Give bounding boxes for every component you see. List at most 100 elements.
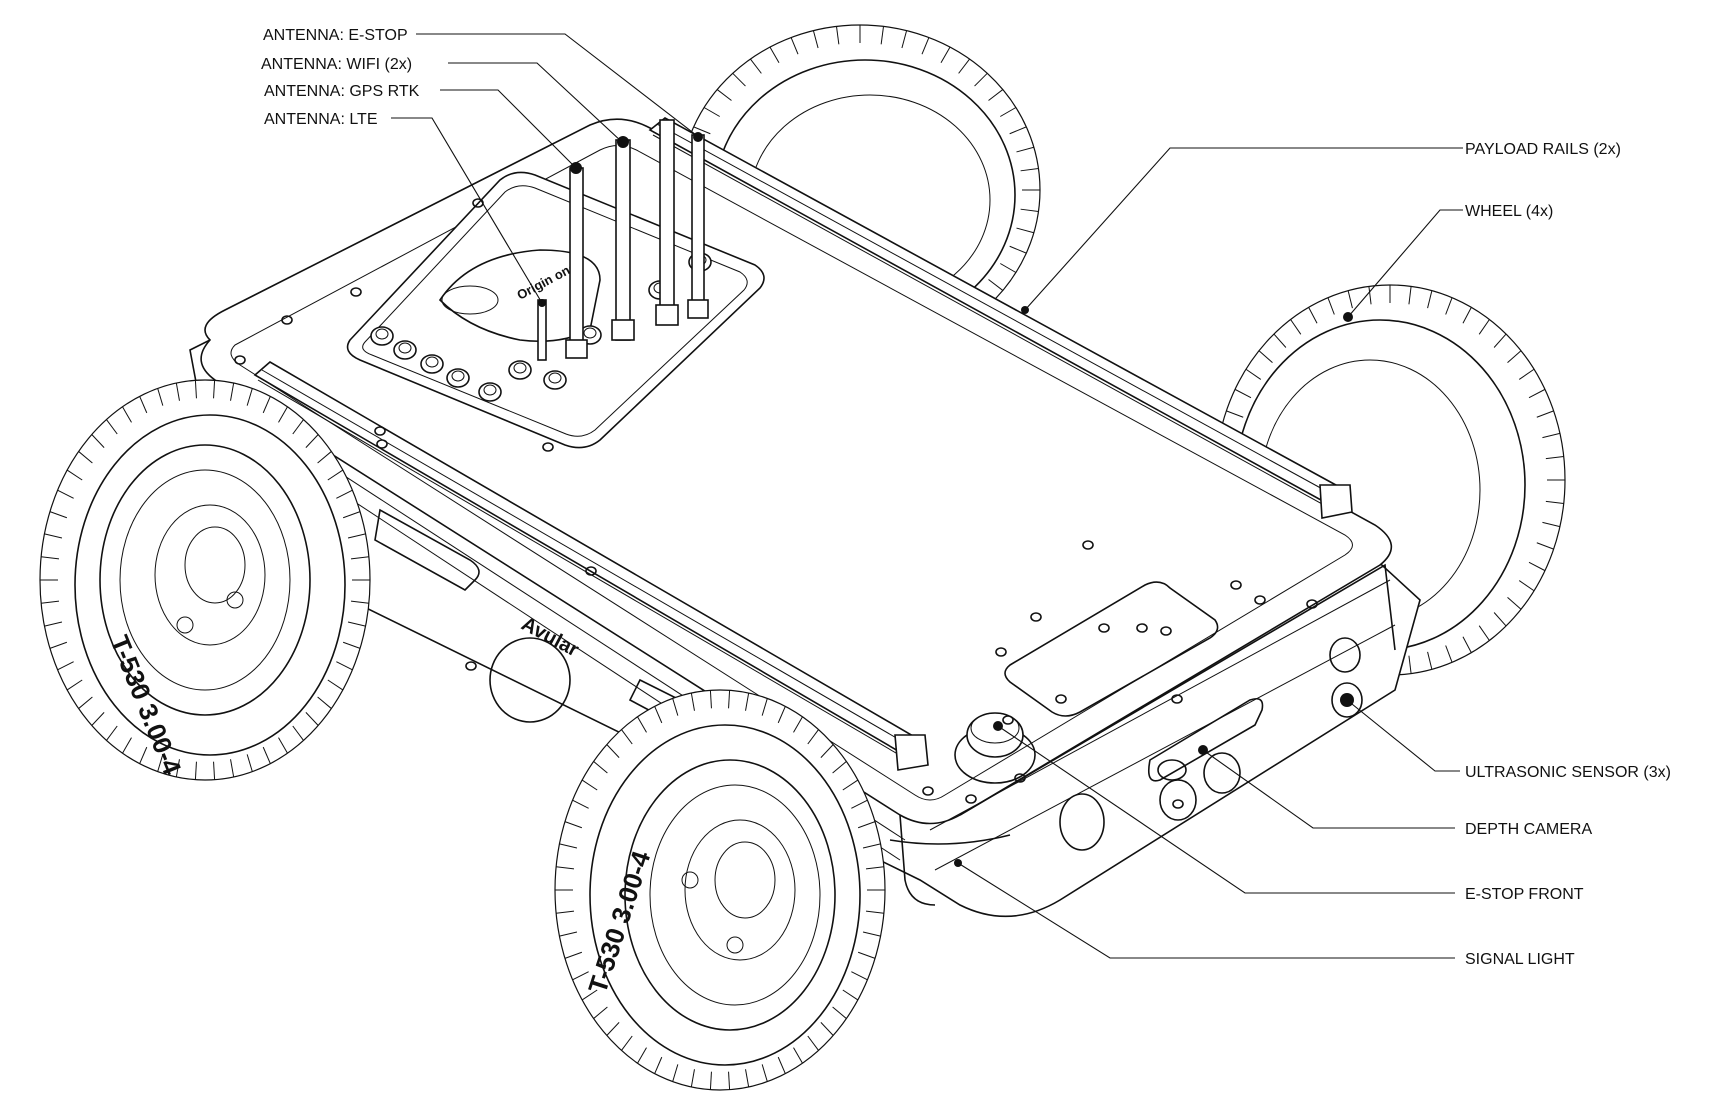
tread-lug (556, 866, 575, 870)
tread-lug (1408, 655, 1412, 674)
label-estop-front: E-STOP FRONT (1465, 886, 1584, 903)
connector-port (446, 368, 470, 388)
tread-lug (777, 706, 786, 724)
tread-lug (790, 37, 799, 55)
tread-lug (1016, 146, 1034, 153)
tread-lug (1290, 319, 1302, 335)
tread-lug (1542, 521, 1561, 528)
leader-signal-light (957, 862, 1455, 959)
tread-lug (777, 1056, 786, 1074)
label-signal-light: SIGNAL LIGHT (1465, 951, 1575, 968)
connector-port (478, 382, 502, 402)
leader-lines (391, 33, 1463, 959)
tread-lug (1478, 319, 1490, 335)
wheel-front-right: T-530 3.00-4 (554, 689, 886, 1091)
tread-lug (857, 821, 876, 829)
tread-lug (1347, 290, 1353, 309)
tread-lug (1009, 126, 1027, 135)
bolt-hole (1002, 715, 1014, 725)
tread-lug (1528, 388, 1546, 399)
bolt-hole (542, 442, 554, 452)
tread-lug (327, 679, 344, 691)
leader-ultrasonic (1346, 699, 1460, 772)
tread-lug (292, 725, 304, 741)
tread-lug (1308, 307, 1318, 324)
tread-lug (793, 716, 803, 733)
tread-lug (91, 434, 105, 448)
tread-lug (157, 754, 164, 772)
tread-lug (1427, 651, 1433, 670)
tread-lug (559, 843, 578, 849)
tread-lug (1327, 297, 1335, 315)
tread-lug (832, 1006, 847, 1019)
tread-lug (246, 388, 253, 406)
tread-lug (342, 511, 361, 519)
tread-lug (139, 396, 148, 414)
label-antenna-wifi: ANTENNA: WIFI (2x) (261, 56, 412, 73)
tread-lug (347, 621, 366, 627)
tread-lug (761, 1064, 768, 1082)
tread-lug (750, 58, 762, 74)
bolt-hole (350, 287, 362, 297)
label-antenna-lte: ANTENNA: LTE (264, 111, 378, 128)
antenna-wifi-1 (611, 136, 635, 341)
tread-lug (862, 931, 881, 937)
antenna-wifi-2 (655, 119, 679, 326)
tread-lug (851, 971, 868, 981)
tread-lug (807, 729, 819, 745)
tread-lug (1445, 645, 1453, 663)
tread-lug (66, 469, 83, 481)
wheel-front-left: T-530 3.00-4 (39, 379, 371, 781)
tread-lug (745, 1069, 750, 1088)
connector-port (543, 370, 567, 390)
tread-lug (347, 533, 366, 539)
tread-lug (1542, 432, 1561, 439)
tread-lug (230, 759, 235, 778)
tread-lug (1536, 542, 1554, 550)
tread-lug (988, 89, 1004, 101)
bolt-hole (234, 355, 246, 365)
tread-lug (1518, 580, 1535, 592)
tread-lug (812, 30, 819, 49)
tread-lug (581, 989, 598, 1001)
connector-port (420, 354, 444, 374)
tread-lug (262, 396, 271, 414)
tread-lug (122, 737, 132, 754)
label-payload-rails: PAYLOAD RAILS (2x) (1465, 141, 1621, 158)
tread-lug (49, 641, 68, 649)
tread-lug (336, 489, 353, 499)
label-antenna-gps: ANTENNA: GPS RTK (264, 83, 420, 100)
tread-lug (278, 737, 288, 754)
tread-lug (690, 692, 695, 711)
tread-lug (336, 661, 353, 671)
tread-lug (865, 866, 884, 870)
tread-lug (857, 951, 876, 959)
connector-port (393, 340, 417, 360)
bolt-hole (995, 647, 1007, 657)
tread-lug (292, 419, 304, 435)
tread-lug (44, 621, 63, 627)
tread-lug (175, 759, 180, 778)
tread-lug (593, 761, 608, 774)
label-depth-camera: DEPTH CAMERA (1465, 821, 1592, 838)
tread-lug (230, 382, 235, 401)
payload-rail-left (253, 361, 929, 771)
tread-lug (745, 692, 750, 711)
tread-lug (1478, 625, 1490, 641)
tread-lug (78, 451, 93, 464)
tread-lug (807, 1035, 819, 1051)
bolt-hole (465, 661, 477, 671)
tread-lug (621, 729, 633, 745)
bolt-hole (374, 426, 386, 436)
tread-lug (194, 380, 197, 399)
tread-lug (564, 821, 583, 829)
bolt-hole (1254, 595, 1266, 605)
tread-lug (593, 1006, 608, 1019)
tread-lug (78, 696, 93, 709)
tread-lug (842, 779, 859, 791)
tread-lug (921, 37, 930, 55)
tread-lug (262, 746, 271, 764)
tread-lug (832, 761, 847, 774)
bolt-hole (1306, 599, 1318, 609)
tread-lug (1009, 245, 1027, 254)
